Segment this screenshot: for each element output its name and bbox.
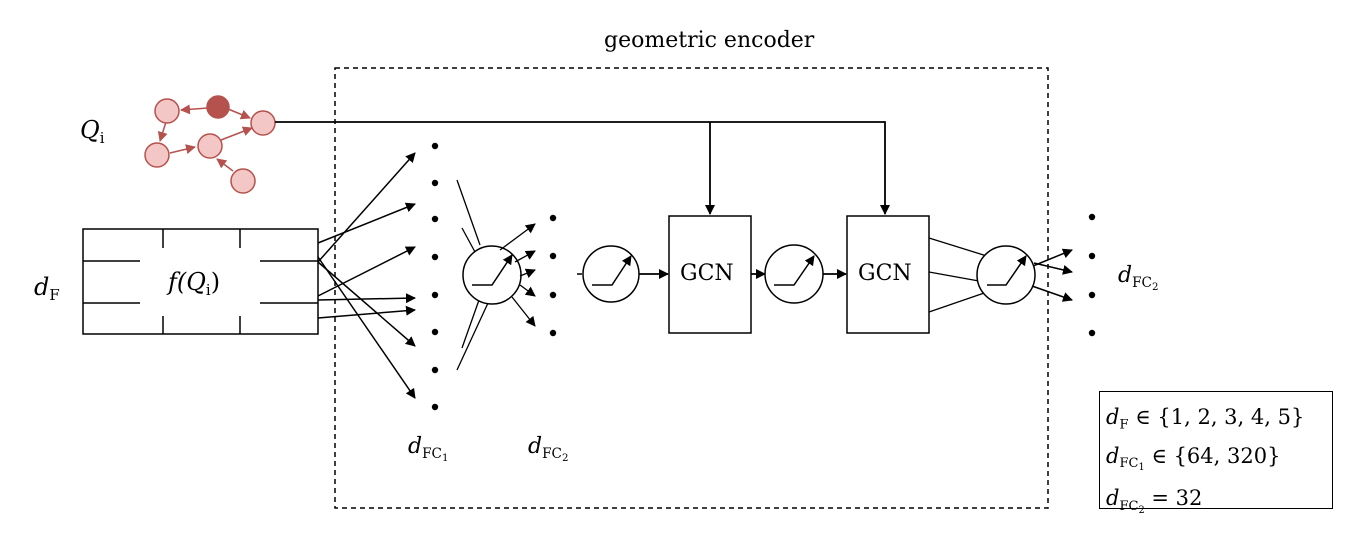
legend-box: dF ∈ {1, 2, 3, 4, 5} dFC1 ∈ {64, 320} dF…	[1099, 391, 1333, 515]
graph-label: Qi	[80, 116, 105, 148]
activation-2	[582, 245, 640, 303]
legend-line-3: dFC2 = 32	[1106, 486, 1203, 516]
gcn-label-1: GCN	[680, 261, 734, 286]
gcn-box-1	[668, 215, 752, 334]
graph-node	[230, 168, 256, 194]
gcn-label-2: GCN	[858, 261, 912, 286]
activation-3	[764, 244, 824, 304]
fc1-to-activation-lines	[456, 179, 489, 371]
function-label: f(Qi)	[168, 268, 221, 300]
graph-node	[144, 142, 170, 168]
graph-node	[197, 133, 223, 159]
input-feature-box	[82, 228, 319, 335]
graph-node	[154, 98, 180, 124]
legend-line-2: dFC1 ∈ {64, 320}	[1106, 443, 1281, 474]
activation-to-fc2-arrows	[499, 223, 536, 327]
fc1-neurons	[431, 142, 439, 411]
graph-qi	[144, 95, 276, 194]
output-dim-label: dFC2	[1118, 263, 1159, 293]
fc2-neurons	[549, 214, 557, 337]
activation-4	[976, 245, 1036, 305]
input-dim-label: dF	[34, 273, 60, 305]
activation-to-output-arrows	[1031, 248, 1073, 302]
fc1-dim-label: dFC1	[408, 434, 449, 464]
graph-to-gcn-connectors	[275, 121, 890, 215]
graph-node	[250, 110, 276, 136]
fc2-dim-label: dFC2	[528, 434, 569, 464]
graph-node-filled	[206, 95, 230, 119]
legend-line-1: dF ∈ {1, 2, 3, 4, 5}	[1106, 405, 1305, 433]
output-neurons	[1088, 213, 1096, 337]
gcn-box-2	[846, 215, 930, 334]
input-to-fc1-arrows	[317, 152, 416, 399]
encoder-title: geometric encoder	[604, 28, 815, 53]
activation-1	[462, 245, 522, 305]
